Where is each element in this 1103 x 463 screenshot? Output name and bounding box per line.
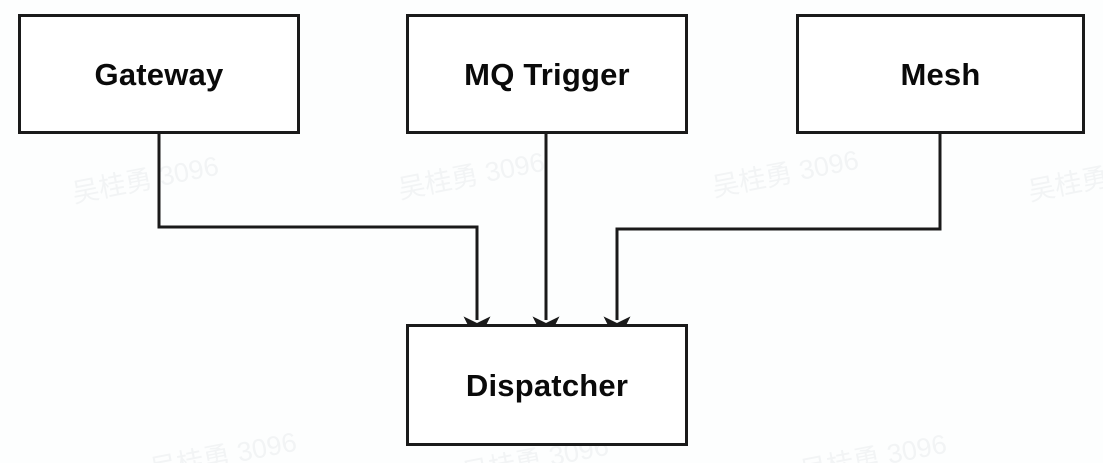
node-mesh[interactable]: Mesh xyxy=(796,14,1085,134)
node-mq-trigger[interactable]: MQ Trigger xyxy=(406,14,688,134)
watermark-text: 吴桂勇 3096 xyxy=(395,146,548,205)
watermark-text: 吴桂勇 3096 xyxy=(147,426,300,463)
node-dispatcher[interactable]: Dispatcher xyxy=(406,324,688,446)
node-label-gateway: Gateway xyxy=(94,56,224,92)
node-label-mq-trigger: MQ Trigger xyxy=(464,56,630,92)
watermark-text: 吴桂勇 3096 xyxy=(709,144,862,203)
watermark-text: 吴桂勇 3096 xyxy=(69,150,222,209)
connector-mesh-to-dispatcher xyxy=(603,134,942,344)
node-gateway[interactable]: Gateway xyxy=(18,14,300,134)
watermark-text: 吴桂勇 3096 xyxy=(797,428,950,463)
connector-gateway-to-dispatcher xyxy=(157,134,491,344)
node-label-mesh: Mesh xyxy=(900,56,981,92)
watermark-text: 吴桂勇 3096 xyxy=(1025,149,1103,207)
node-label-dispatcher: Dispatcher xyxy=(465,367,629,403)
